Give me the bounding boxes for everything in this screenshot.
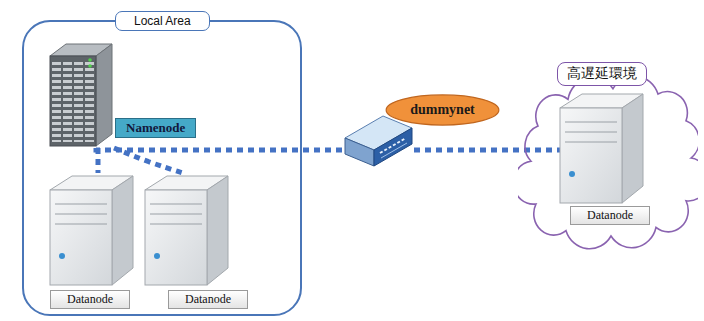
datanode-icon [145, 176, 228, 285]
rack-slots [52, 62, 94, 142]
datanode: Datanode [143, 173, 265, 313]
local-area-region: NamenodeDatanodeDatanodeLocal Area [22, 20, 302, 316]
dummynet-router: dummynet [343, 114, 414, 168]
datanode-icon [50, 176, 133, 285]
datanode: Datanode [560, 102, 662, 228]
rack-side [96, 44, 112, 146]
namenode: Namenode [48, 40, 203, 148]
high-latency-cloud: Datanode 高遅延環境 [518, 62, 698, 252]
datanode-icon [560, 94, 643, 203]
region-title: Local Area [115, 11, 210, 31]
rack-led [88, 58, 92, 62]
router-side [374, 128, 412, 166]
datanode-label: Datanode [570, 206, 650, 225]
namenode-icon [50, 44, 112, 146]
router-trim [381, 143, 407, 158]
router-icon [345, 116, 412, 166]
rack-front [50, 56, 96, 146]
datanode: Datanode [48, 173, 138, 313]
dummynet-ellipse: dummynet [385, 94, 500, 126]
router-front [345, 138, 374, 166]
node-label: dummynet [410, 102, 475, 118]
dotted-link [96, 148, 343, 150]
cloud-title: 高遅延環境 [557, 62, 647, 86]
datanode-label: Datanode [50, 290, 130, 309]
datanode-label: Datanode [168, 290, 248, 309]
dotted-link [414, 148, 560, 153]
namenode-label: Namenode [115, 118, 196, 138]
cloud-shape [518, 76, 698, 249]
rack-led [88, 64, 92, 68]
ellipse-shape [386, 95, 499, 125]
